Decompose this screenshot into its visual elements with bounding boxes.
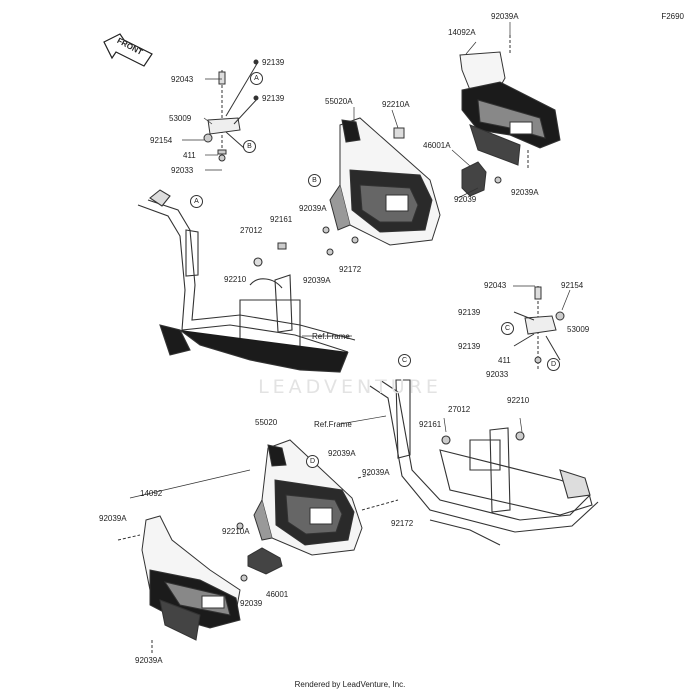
part-label: 92033 [486, 370, 509, 379]
part-label: 92210A [382, 100, 410, 109]
callout-a-top: A [250, 72, 263, 85]
fasteners-upper [277, 226, 359, 256]
latch-lower [236, 522, 283, 582]
part-label: 14092A [448, 28, 476, 37]
part-label: 92172 [391, 519, 414, 528]
part-label: 92039A [99, 514, 127, 523]
part-label: 53009 [567, 325, 590, 334]
door-cover-lower [117, 515, 241, 655]
hinge-bracket-upper-assembly [203, 59, 259, 162]
footer-credit: Rendered by LeadVenture, Inc. [294, 680, 406, 689]
part-label: 55020 [255, 418, 278, 427]
part-label: 27012 [240, 226, 263, 235]
part-label: 92161 [419, 420, 442, 429]
ref-frame-label: Ref.Frame [314, 420, 352, 429]
part-label: 14092 [140, 489, 163, 498]
callout-c-hinge: C [501, 322, 514, 335]
part-label: 92172 [339, 265, 362, 274]
part-label: 92139 [458, 308, 481, 317]
part-label: 411 [498, 356, 511, 365]
frame-left-upper [137, 189, 356, 373]
part-label: 92210 [224, 275, 247, 284]
callout-b-door: B [308, 174, 321, 187]
part-label: 92161 [270, 215, 293, 224]
callout-b-top: B [243, 140, 256, 153]
part-label: 46001A [423, 141, 451, 150]
latch-upper [461, 161, 502, 197]
frame-right-lower [369, 379, 599, 546]
part-label: 92039A [491, 12, 519, 21]
front-arrow-icon [103, 33, 153, 67]
part-label: 92039A [299, 204, 327, 213]
part-label: 92039A [135, 656, 163, 665]
part-label: 92154 [561, 281, 584, 290]
part-label: 55020A [325, 97, 353, 106]
part-label: 46001 [266, 590, 289, 599]
part-label: 92039A [511, 188, 539, 197]
ref-frame-label: Ref.Frame [312, 332, 350, 341]
figure-id: F2690 [661, 12, 684, 21]
part-label: 411 [183, 151, 196, 160]
part-label: 27012 [448, 405, 471, 414]
callout-a-frame: A [190, 195, 203, 208]
hinge-bracket-lower-assembly [513, 286, 565, 370]
part-label: 92154 [150, 136, 173, 145]
part-label: 92210A [222, 527, 250, 536]
part-label: 92139 [262, 58, 285, 67]
part-label: 92139 [458, 342, 481, 351]
part-label: 92210 [507, 396, 530, 405]
part-label: 92039 [454, 195, 477, 204]
part-label: 92039A [303, 276, 331, 285]
part-label: 53009 [169, 114, 192, 123]
watermark-text: LEADVENTURE [258, 376, 442, 398]
part-label: 92043 [171, 75, 194, 84]
part-label: 92033 [171, 166, 194, 175]
callout-d-hinge: D [547, 358, 560, 371]
part-label: 92139 [262, 94, 285, 103]
door-panel-lower [253, 439, 399, 556]
part-label: 92039 [240, 599, 263, 608]
door-cover-upper [459, 35, 561, 168]
door-panel-upper [329, 117, 441, 246]
callout-d-door: D [306, 455, 319, 468]
part-label: 92039A [328, 449, 356, 458]
leader-lines [129, 22, 571, 499]
callout-c-frame: C [398, 354, 411, 367]
part-label: 92039A [362, 468, 390, 477]
part-label: 92043 [484, 281, 507, 290]
